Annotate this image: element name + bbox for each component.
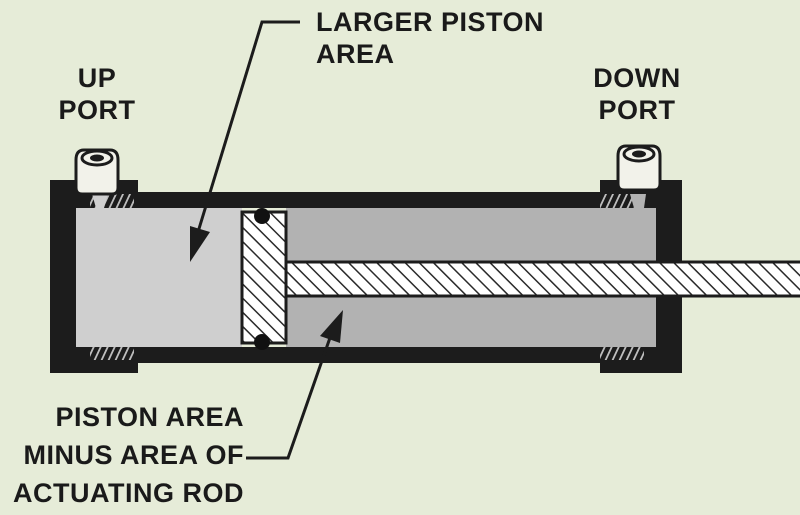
rod-side-area-arrow: [246, 310, 343, 460]
piston-area-minus-rod-label: PISTON AREA MINUS AREA OF ACTUATING ROD: [13, 402, 244, 508]
down-port-label: DOWN PORT: [593, 63, 681, 125]
down-port-passage: [630, 194, 646, 208]
piston-seal-bottom: [254, 334, 270, 350]
piston-seal-top: [254, 208, 270, 224]
piston-head: [240, 210, 288, 345]
cap-side-chamber: [76, 208, 242, 347]
up-port-label: UP PORT: [58, 63, 136, 125]
larger-piston-area-arrow: [190, 20, 300, 262]
actuating-rod: [284, 260, 800, 298]
up-port-fitting: [74, 148, 120, 196]
up-port-passage: [92, 194, 108, 208]
larger-piston-area-label: LARGER PISTON AREA: [316, 7, 545, 69]
down-port-fitting: [616, 144, 662, 192]
